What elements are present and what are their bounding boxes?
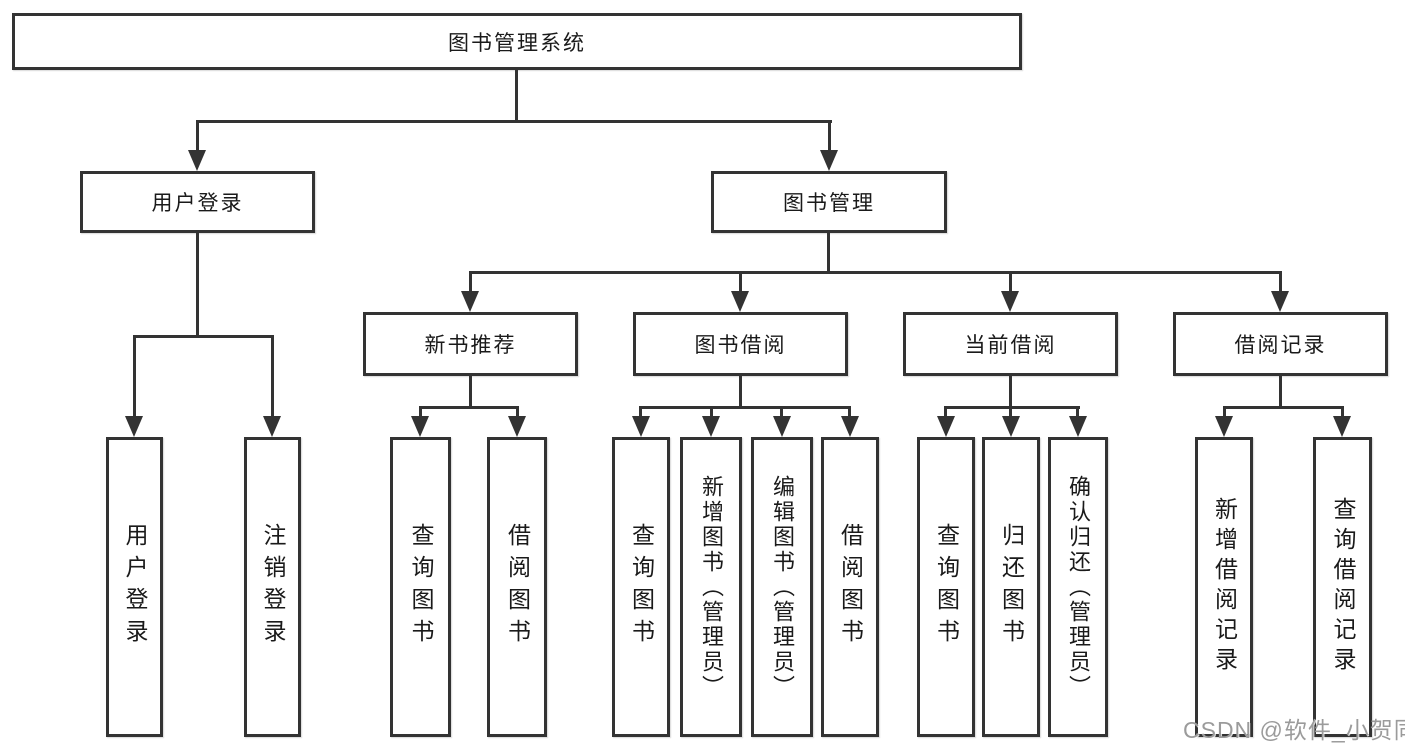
connector-vline xyxy=(1223,406,1226,419)
arrow-down-icon xyxy=(263,416,281,437)
node-label: 当前借阅 xyxy=(964,334,1057,357)
leaf-borrow-books-recommend: 借阅图书 xyxy=(487,437,547,737)
arrow-down-icon xyxy=(731,291,749,312)
connector-vline xyxy=(827,233,830,274)
connector-vline xyxy=(1009,376,1012,409)
node-label: 编辑图书（管理员） xyxy=(770,474,795,700)
connector-vline xyxy=(196,233,199,338)
node-root: 图书管理系统 xyxy=(12,13,1022,70)
node-label: 新增图书（管理员） xyxy=(699,474,724,700)
connector-vline xyxy=(710,406,713,419)
connector-hline xyxy=(133,335,274,338)
node-label: 借阅图书 xyxy=(837,523,864,651)
connector-vline xyxy=(1279,376,1282,409)
connector-vline xyxy=(133,335,136,418)
leaf-borrow-books-borrowing: 借阅图书 xyxy=(821,437,879,737)
node-label: 图书借阅 xyxy=(694,334,787,357)
arrow-down-icon xyxy=(508,416,526,437)
node-label: 新书推荐 xyxy=(424,334,517,357)
connector-vline xyxy=(196,120,199,154)
connector-vline xyxy=(739,376,742,409)
connector-hline xyxy=(196,120,832,123)
node-label: 注销登录 xyxy=(260,523,286,651)
arrow-down-icon xyxy=(937,416,955,437)
arrow-down-icon xyxy=(1333,416,1351,437)
node-borrowing-records: 借阅记录 xyxy=(1173,312,1388,376)
arrow-down-icon xyxy=(188,150,206,171)
node-label: 用户登录 xyxy=(151,192,244,215)
arrow-down-icon xyxy=(820,150,838,171)
leaf-logout: 注销登录 xyxy=(244,437,301,737)
arrow-down-icon xyxy=(1215,416,1233,437)
leaf-add-borrow-record: 新增借阅记录 xyxy=(1195,437,1253,737)
node-current-borrowing: 当前借阅 xyxy=(903,312,1118,376)
leaf-add-book-admin: 新增图书（管理员） xyxy=(680,437,742,737)
connector-hline xyxy=(944,406,1080,409)
connector-vline xyxy=(469,271,472,294)
connector-vline xyxy=(944,406,947,419)
leaf-query-books-current: 查询图书 xyxy=(917,437,975,737)
node-label: 图书管理 xyxy=(783,192,875,215)
leaf-user-login: 用户登录 xyxy=(106,437,163,737)
connector-vline xyxy=(419,406,422,419)
leaf-query-books-recommend: 查询图书 xyxy=(390,437,451,737)
connector-vline xyxy=(780,406,783,419)
connector-hline xyxy=(419,406,519,409)
connector-hline xyxy=(639,406,851,409)
leaf-edit-book-admin: 编辑图书（管理员） xyxy=(751,437,813,737)
leaf-query-borrow-record: 查询借阅记录 xyxy=(1313,437,1372,737)
connector-vline xyxy=(469,376,472,409)
connector-vline xyxy=(1009,406,1012,419)
node-label: 借阅图书 xyxy=(504,523,531,651)
arrow-down-icon xyxy=(1069,416,1087,437)
node-label: 图书管理系统 xyxy=(448,31,586,55)
connector-hline xyxy=(1223,406,1344,409)
node-book-borrowing: 图书借阅 xyxy=(633,312,848,376)
node-label: 借阅记录 xyxy=(1234,334,1327,357)
node-label: 查询借阅记录 xyxy=(1330,497,1356,677)
connector-vline xyxy=(848,406,851,419)
node-book-management: 图书管理 xyxy=(711,171,947,233)
leaf-return-book: 归还图书 xyxy=(982,437,1040,737)
node-label: 新增借阅记录 xyxy=(1211,497,1238,677)
connector-vline xyxy=(739,271,742,294)
leaf-confirm-return-admin: 确认归还（管理员） xyxy=(1048,437,1108,737)
connector-vline xyxy=(515,70,518,120)
node-user-login: 用户登录 xyxy=(80,171,315,233)
node-label: 查询图书 xyxy=(408,523,434,651)
watermark: CSDN @软件_小贺同学 xyxy=(1183,717,1405,743)
connector-vline xyxy=(1341,406,1344,419)
node-label: 用户登录 xyxy=(122,523,148,651)
arrow-down-icon xyxy=(632,416,650,437)
arrow-down-icon xyxy=(461,291,479,312)
arrow-down-icon xyxy=(1271,291,1289,312)
node-label: 确认归还（管理员） xyxy=(1066,474,1091,700)
connector-vline xyxy=(828,120,831,154)
connector-vline xyxy=(1279,271,1282,294)
node-label: 归还图书 xyxy=(998,523,1025,651)
connector-vline xyxy=(516,406,519,419)
arrow-down-icon xyxy=(841,416,859,437)
connector-hline xyxy=(469,271,1282,274)
node-new-book-recommend: 新书推荐 xyxy=(363,312,578,376)
arrow-down-icon xyxy=(125,416,143,437)
node-label: 查询图书 xyxy=(628,523,655,651)
node-label: 查询图书 xyxy=(933,523,960,651)
connector-vline xyxy=(1009,271,1012,294)
arrow-down-icon xyxy=(702,416,720,437)
connector-vline xyxy=(639,406,642,419)
leaf-query-books-borrowing: 查询图书 xyxy=(612,437,670,737)
connector-vline xyxy=(1076,406,1079,419)
arrow-down-icon xyxy=(1001,291,1019,312)
connector-vline xyxy=(271,335,274,418)
arrow-down-icon xyxy=(773,416,791,437)
arrow-down-icon xyxy=(411,416,429,437)
arrow-down-icon xyxy=(1002,416,1020,437)
